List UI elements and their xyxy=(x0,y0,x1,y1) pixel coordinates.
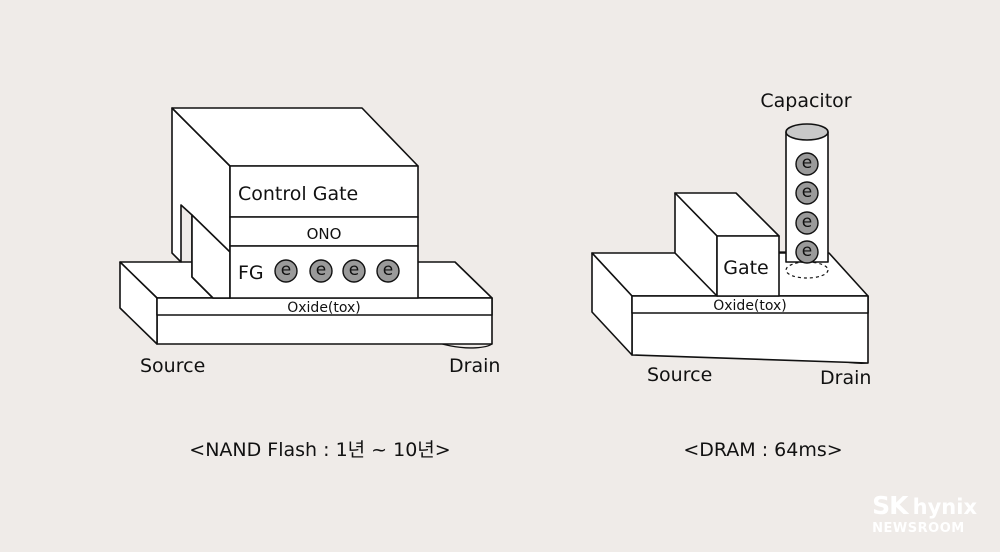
sk-hynix-newsroom-logo: SK hynix NEWSROOM xyxy=(872,493,977,536)
dram-electron: e xyxy=(796,241,818,263)
dram-source-label: Source xyxy=(647,364,712,386)
dram-cell: Oxide(tox) Gate e e e e Capacitor Source… xyxy=(592,90,871,461)
svg-text:e: e xyxy=(802,212,812,232)
nand-ono-label: ONO xyxy=(307,225,342,243)
dram-oxide-label: Oxide(tox) xyxy=(713,298,787,314)
dram-gate-label: Gate xyxy=(723,257,769,279)
nand-flash-cell: Oxide(tox) Control Gate ONO FG e e e e S… xyxy=(120,108,500,461)
logo-newsroom-text: NEWSROOM xyxy=(872,521,977,536)
dram-drain-label: Drain xyxy=(820,367,871,389)
nand-electron: e xyxy=(343,260,365,282)
dram-electron: e xyxy=(796,212,818,234)
logo-sk-text: SK xyxy=(872,491,907,520)
nand-electron: e xyxy=(275,260,297,282)
dram-caption: <DRAM : 64ms> xyxy=(683,439,842,461)
dram-electron: e xyxy=(796,182,818,204)
svg-text:e: e xyxy=(383,260,393,280)
dram-capacitor-label: Capacitor xyxy=(760,90,851,112)
nand-source-label: Source xyxy=(140,355,205,377)
svg-text:e: e xyxy=(281,260,291,280)
nand-fg-label: FG xyxy=(238,262,264,284)
dram-capacitor-top xyxy=(786,124,828,140)
nand-oxide-label: Oxide(tox) xyxy=(287,300,361,316)
svg-text:e: e xyxy=(316,260,326,280)
svg-text:e: e xyxy=(802,182,812,202)
logo-hynix-text: hynix xyxy=(913,495,977,519)
svg-text:e: e xyxy=(349,260,359,280)
nand-electron: e xyxy=(310,260,332,282)
dram-electron: e xyxy=(796,153,818,175)
nand-caption: <NAND Flash : 1년 ~ 10년> xyxy=(189,439,450,461)
svg-text:e: e xyxy=(802,241,812,261)
nand-control-gate-label: Control Gate xyxy=(238,183,358,205)
svg-text:e: e xyxy=(802,153,812,173)
nand-drain-label: Drain xyxy=(449,355,500,377)
nand-electron: e xyxy=(377,260,399,282)
